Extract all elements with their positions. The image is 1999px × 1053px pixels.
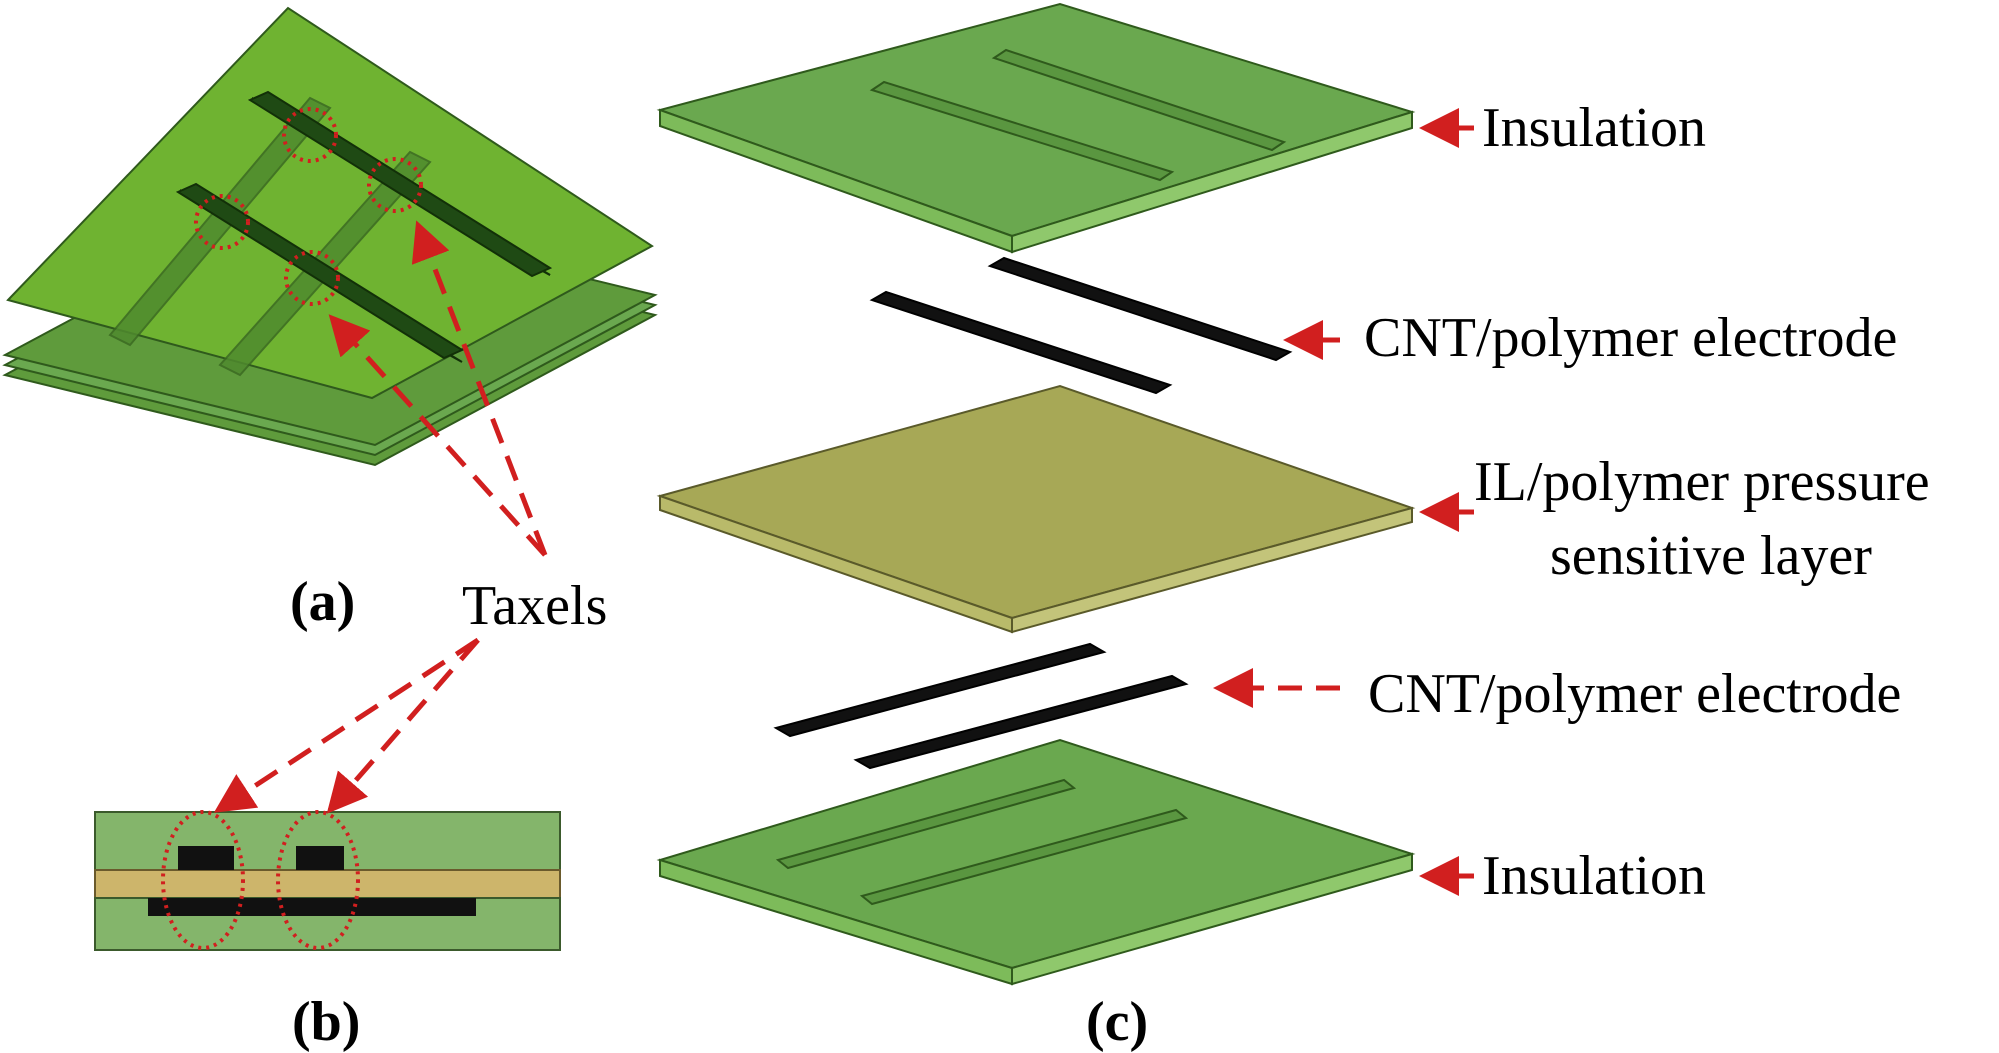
label-insulation-bottom: Insulation bbox=[1482, 845, 1706, 907]
taxel-markers-b bbox=[161, 810, 360, 950]
panel-c-exploded-view bbox=[656, 2, 1474, 986]
pressure-layer-section bbox=[94, 869, 561, 899]
taxel-arrows-b bbox=[213, 637, 480, 814]
bottom-electrode-section bbox=[148, 898, 476, 916]
taxels-label: Taxels bbox=[462, 575, 607, 637]
panel-label-a: (a) bbox=[290, 571, 355, 633]
top-electrode-section-2 bbox=[296, 846, 344, 870]
taxel-arrows-a bbox=[328, 220, 548, 557]
label-arrows-c bbox=[1213, 108, 1474, 896]
panel-label-b: (b) bbox=[292, 991, 360, 1053]
pressure-sensitive-layer bbox=[656, 384, 1416, 634]
insulation-layer-top bbox=[656, 2, 1416, 254]
label-insulation-top: Insulation bbox=[1482, 97, 1706, 159]
panel-label-c: (c) bbox=[1086, 991, 1148, 1053]
panel-b-cross-section bbox=[94, 637, 561, 951]
panel-a-assembled-sensor bbox=[2, 6, 658, 557]
sensor-top-face bbox=[6, 6, 654, 400]
taxel-markers-a bbox=[194, 107, 423, 306]
electrode-strips-top bbox=[869, 256, 1293, 395]
top-electrode-section-1 bbox=[178, 846, 234, 870]
label-electrode-bottom: CNT/polymer electrode bbox=[1368, 663, 1901, 725]
insulation-layer-bottom bbox=[656, 738, 1416, 986]
electrode-strips-bottom bbox=[773, 642, 1189, 770]
label-electrode-top: CNT/polymer electrode bbox=[1364, 307, 1897, 369]
label-pressure-line2: sensitive layer bbox=[1550, 525, 1872, 587]
label-pressure-line1: IL/polymer pressure bbox=[1474, 451, 1930, 513]
